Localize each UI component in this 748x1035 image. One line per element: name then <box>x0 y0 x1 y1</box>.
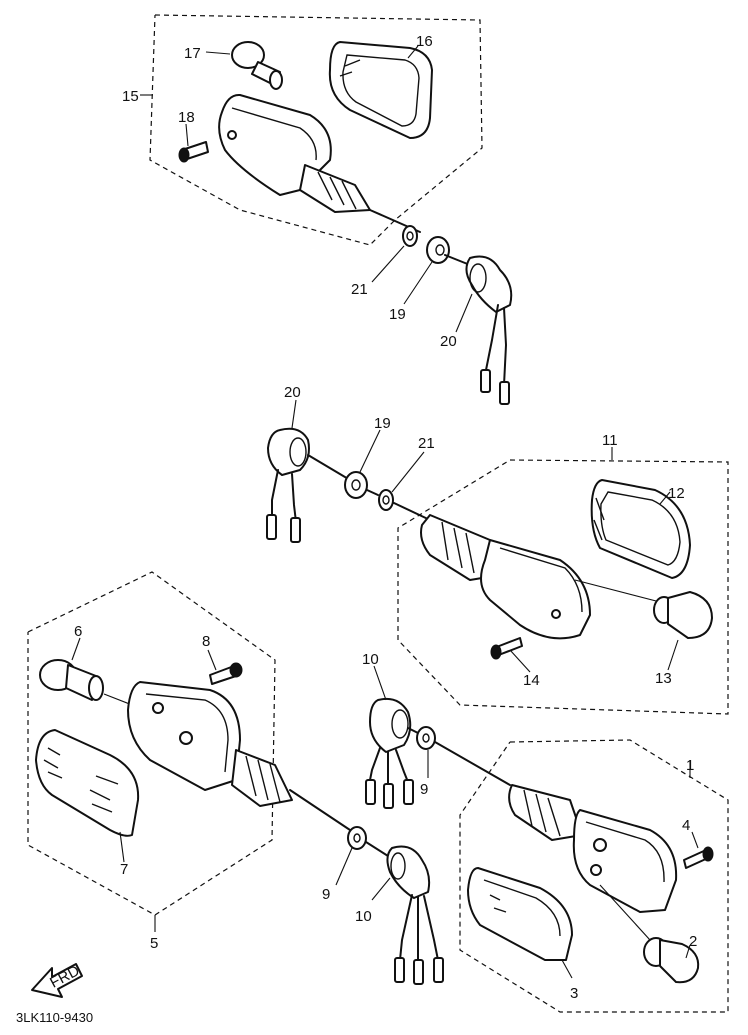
leader-14 <box>509 649 531 673</box>
callout-5: 5 <box>150 935 158 952</box>
grommet-20-mid[interactable] <box>266 427 351 543</box>
callout-11: 11 <box>602 432 618 449</box>
callout-18: 18 <box>178 109 195 126</box>
nut-19-top[interactable] <box>426 236 450 264</box>
washer-21-mid[interactable] <box>366 489 394 511</box>
grommet-20-top[interactable] <box>444 254 513 405</box>
assembly-front-left: 10 9 1 4 2 3 <box>362 651 729 1013</box>
leader-20-top <box>455 293 473 333</box>
leader-10-bottom <box>371 877 391 901</box>
leader-19-top <box>403 261 433 305</box>
screw-14[interactable] <box>490 637 523 660</box>
callout-3: 3 <box>570 985 578 1002</box>
nut-9-mid[interactable] <box>416 726 511 786</box>
callout-15: 15 <box>122 88 139 105</box>
washer-21-top[interactable] <box>402 225 418 247</box>
leader-10-mid <box>373 665 387 701</box>
leader-4 <box>691 831 699 849</box>
bulb-13[interactable] <box>653 591 713 639</box>
housing-5 <box>127 681 351 831</box>
leader-2 <box>685 944 691 959</box>
callout-10-bottom: 10 <box>355 908 372 925</box>
callout-20-top: 20 <box>440 333 457 350</box>
assembly-rear-right: 15 16 17 18 21 19 20 <box>122 14 513 405</box>
callout-8: 8 <box>202 633 210 650</box>
callout-19-mid: 19 <box>374 415 391 432</box>
callout-21-mid: 21 <box>418 435 435 452</box>
callout-6: 6 <box>74 623 82 640</box>
callout-14: 14 <box>523 672 540 689</box>
assembly-15-boundary <box>149 14 483 246</box>
leader-20-mid <box>291 399 297 429</box>
leader-8 <box>207 649 217 671</box>
bulb-17[interactable] <box>231 41 283 90</box>
screw-18[interactable] <box>178 141 209 163</box>
lens-7[interactable] <box>35 729 140 837</box>
callout-10-mid: 10 <box>362 651 379 668</box>
callout-17: 17 <box>184 45 201 62</box>
leader-6 <box>71 637 81 661</box>
assembly-front-right: 6 8 7 5 9 10 <box>27 571 444 985</box>
screw-8[interactable] <box>209 662 243 685</box>
callout-12: 12 <box>668 485 685 502</box>
lens-3[interactable] <box>467 867 573 961</box>
housing-1 <box>508 784 678 941</box>
callout-20-mid: 20 <box>284 384 301 401</box>
callout-9-bottom: 9 <box>322 886 330 903</box>
leader-16 <box>407 45 419 59</box>
housing-15 <box>218 93 421 233</box>
callout-19-top: 19 <box>389 306 406 323</box>
callout-2: 2 <box>689 933 697 950</box>
leader-21-mid <box>391 451 425 493</box>
diagram-code: 3LK110-9430 <box>16 1010 93 1025</box>
callout-9-mid: 9 <box>420 781 428 798</box>
nut-9-bottom[interactable] <box>347 826 367 850</box>
leader-3 <box>561 959 573 979</box>
bulb-6[interactable] <box>39 659 151 713</box>
assembly-1-boundary <box>459 739 729 1013</box>
callout-16: 16 <box>416 33 433 50</box>
assembly-11-boundary <box>397 459 729 715</box>
leader-18 <box>185 123 189 147</box>
callout-21-top: 21 <box>351 281 368 298</box>
callout-4: 4 <box>682 817 690 834</box>
leader-13 <box>667 639 679 671</box>
assembly-5-boundary <box>27 571 276 916</box>
lens-16[interactable] <box>328 41 433 139</box>
leader-9-bottom <box>335 847 353 886</box>
nut-19-mid[interactable] <box>344 471 368 499</box>
leader-17 <box>205 51 231 55</box>
leader-21-top <box>371 245 405 283</box>
front-direction-arrow: FRD <box>31 962 83 998</box>
housing-11 <box>393 502 661 640</box>
leader-12 <box>659 491 671 505</box>
leader-19-mid <box>359 429 381 473</box>
leader-7 <box>119 831 125 863</box>
grommet-10-mid[interactable] <box>365 697 421 809</box>
callout-7: 7 <box>120 861 128 878</box>
grommet-10-bottom[interactable] <box>365 841 444 985</box>
callout-13: 13 <box>655 670 672 687</box>
callout-1: 1 <box>686 757 694 774</box>
screw-4[interactable] <box>683 846 714 869</box>
lens-12[interactable] <box>590 479 691 579</box>
assembly-rear-left: 20 19 21 11 12 14 13 <box>266 384 729 715</box>
